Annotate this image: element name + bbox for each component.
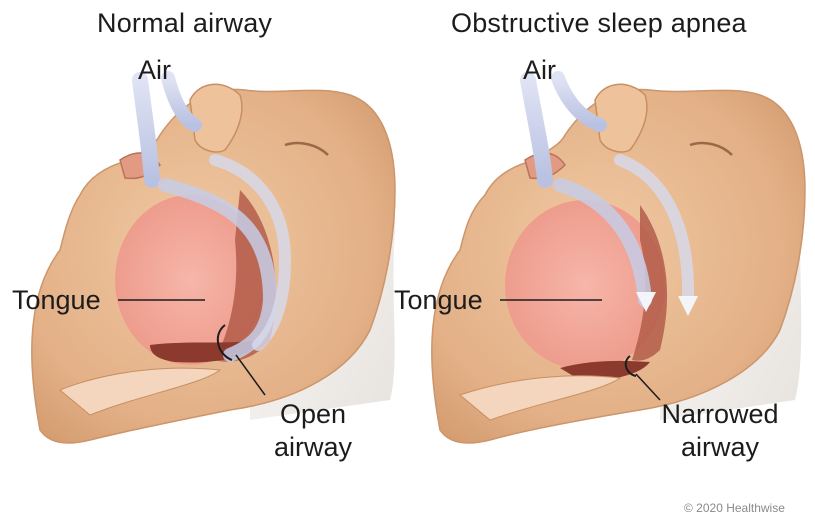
air-label-left: Air bbox=[138, 55, 171, 86]
air-arrow-nose bbox=[558, 78, 600, 125]
sleep-apnea-title: Obstructive sleep apnea bbox=[451, 8, 747, 39]
tongue-label-right: Tongue bbox=[394, 285, 483, 316]
narrowed-airway-label: Narrowed airway bbox=[655, 398, 785, 464]
open-airway-label: Open airway bbox=[268, 398, 358, 464]
normal-airway-panel bbox=[32, 78, 395, 443]
narrowed-airway-line2: airway bbox=[655, 431, 785, 464]
copyright-credit: © 2020 Healthwise bbox=[684, 501, 815, 515]
open-airway-line1: Open bbox=[268, 398, 358, 431]
sleep-apnea-panel bbox=[432, 78, 805, 443]
tongue-label-left: Tongue bbox=[12, 285, 101, 316]
air-label-right: Air bbox=[523, 55, 556, 86]
open-airway-line2: airway bbox=[268, 431, 358, 464]
narrowed-airway-line1: Narrowed bbox=[655, 398, 785, 431]
normal-airway-title: Normal airway bbox=[97, 8, 272, 39]
